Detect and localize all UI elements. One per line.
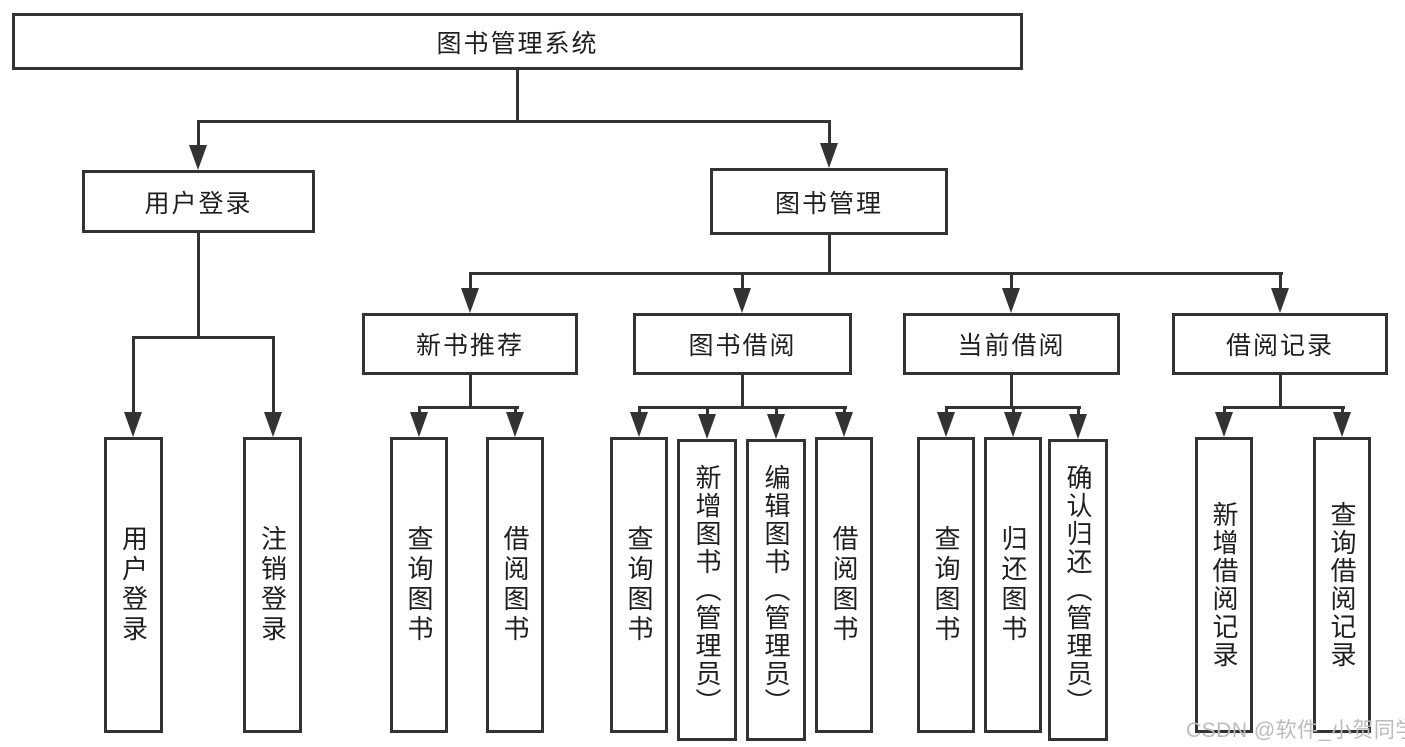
- arrowhead-down-icon: [820, 143, 838, 168]
- csdn-watermark: CSDN @软件_小贺同学: [1186, 719, 1405, 742]
- connector-drop: [1010, 272, 1013, 290]
- connector-drop: [132, 336, 135, 414]
- node-current-borrowing: 当前借阅: [903, 313, 1120, 375]
- arrowhead-down-icon: [506, 412, 524, 437]
- arrowhead-down-icon: [767, 414, 785, 439]
- connector-stem: [741, 375, 744, 409]
- leaf-borrow-books-recommend: 借阅图书: [486, 437, 544, 733]
- arrowhead-down-icon: [461, 288, 479, 313]
- connector-drop: [741, 272, 744, 290]
- connector-stem: [1279, 375, 1282, 409]
- leaf-query-books-current: 查询图书: [917, 437, 975, 733]
- connector-drop: [1341, 406, 1344, 414]
- arrowhead-down-icon: [1215, 412, 1233, 437]
- connector-drop: [706, 406, 709, 416]
- node-book-borrowing: 图书借阅: [633, 313, 852, 375]
- connector-drop: [272, 336, 275, 414]
- arrowhead-down-icon: [189, 145, 207, 170]
- connector-drop-book-management: [828, 120, 831, 145]
- leaf-edit-books-admin: 编辑图书（管理员）: [746, 439, 806, 741]
- arrowhead-down-icon: [1271, 288, 1289, 313]
- connector-drop: [469, 272, 472, 290]
- leaf-add-borrow-record: 新增借阅记录: [1195, 437, 1253, 733]
- connector-drop: [1279, 272, 1282, 290]
- arrowhead-down-icon: [124, 412, 142, 437]
- arrowhead-down-icon: [1069, 414, 1087, 439]
- leaf-logout: 注销登录: [243, 437, 302, 733]
- connector-stem: [469, 375, 472, 409]
- arrowhead-down-icon: [835, 412, 853, 437]
- connector-drop: [1223, 406, 1226, 414]
- node-library-system: 图书管理系统: [12, 13, 1023, 70]
- connector-drop: [1012, 406, 1015, 414]
- leaf-query-borrow-record: 查询借阅记录: [1313, 437, 1371, 733]
- connector-root-split: [197, 120, 831, 123]
- connector-drop: [514, 406, 517, 414]
- arrowhead-down-icon: [698, 414, 716, 439]
- connector-book-mgmt-split: [469, 272, 1283, 275]
- connector-split: [638, 406, 847, 409]
- connector-stem: [1010, 375, 1013, 409]
- arrowhead-down-icon: [410, 412, 428, 437]
- node-user-login: 用户登录: [82, 170, 315, 233]
- leaf-user-login: 用户登录: [104, 437, 163, 733]
- connector-drop: [418, 406, 421, 414]
- arrowhead-down-icon: [1333, 412, 1351, 437]
- arrowhead-down-icon: [1004, 412, 1022, 437]
- arrowhead-down-icon: [1002, 288, 1020, 313]
- connector-drop-user-login: [197, 120, 200, 147]
- arrowhead-down-icon: [264, 412, 282, 437]
- node-new-book-recommend: 新书推荐: [362, 313, 578, 375]
- leaf-add-books-admin: 新增图书（管理员）: [677, 439, 737, 741]
- arrowhead-down-icon: [630, 412, 648, 437]
- node-borrowing-records: 借阅记录: [1172, 313, 1388, 375]
- leaf-confirm-return-admin: 确认归还（管理员）: [1048, 439, 1108, 741]
- connector-user-login-stem: [197, 233, 200, 338]
- connector-split: [1223, 406, 1345, 409]
- leaf-return-books: 归还图书: [984, 437, 1042, 733]
- arrowhead-down-icon: [733, 288, 751, 313]
- connector-drop: [843, 406, 846, 414]
- connector-drop: [638, 406, 641, 414]
- arrowhead-down-icon: [937, 412, 955, 437]
- node-book-management: 图书管理: [710, 168, 948, 235]
- connector-drop: [775, 406, 778, 416]
- connector-book-mgmt-stem: [828, 235, 831, 274]
- connector-root-stem: [516, 70, 519, 122]
- leaf-query-books-borrowing: 查询图书: [610, 437, 668, 733]
- leaf-query-books-recommend: 查询图书: [390, 437, 448, 733]
- connector-drop: [945, 406, 948, 414]
- connector-user-login-split: [132, 336, 275, 339]
- connector-drop: [1077, 406, 1080, 416]
- connector-split: [418, 406, 519, 409]
- leaf-borrow-books: 借阅图书: [815, 437, 873, 733]
